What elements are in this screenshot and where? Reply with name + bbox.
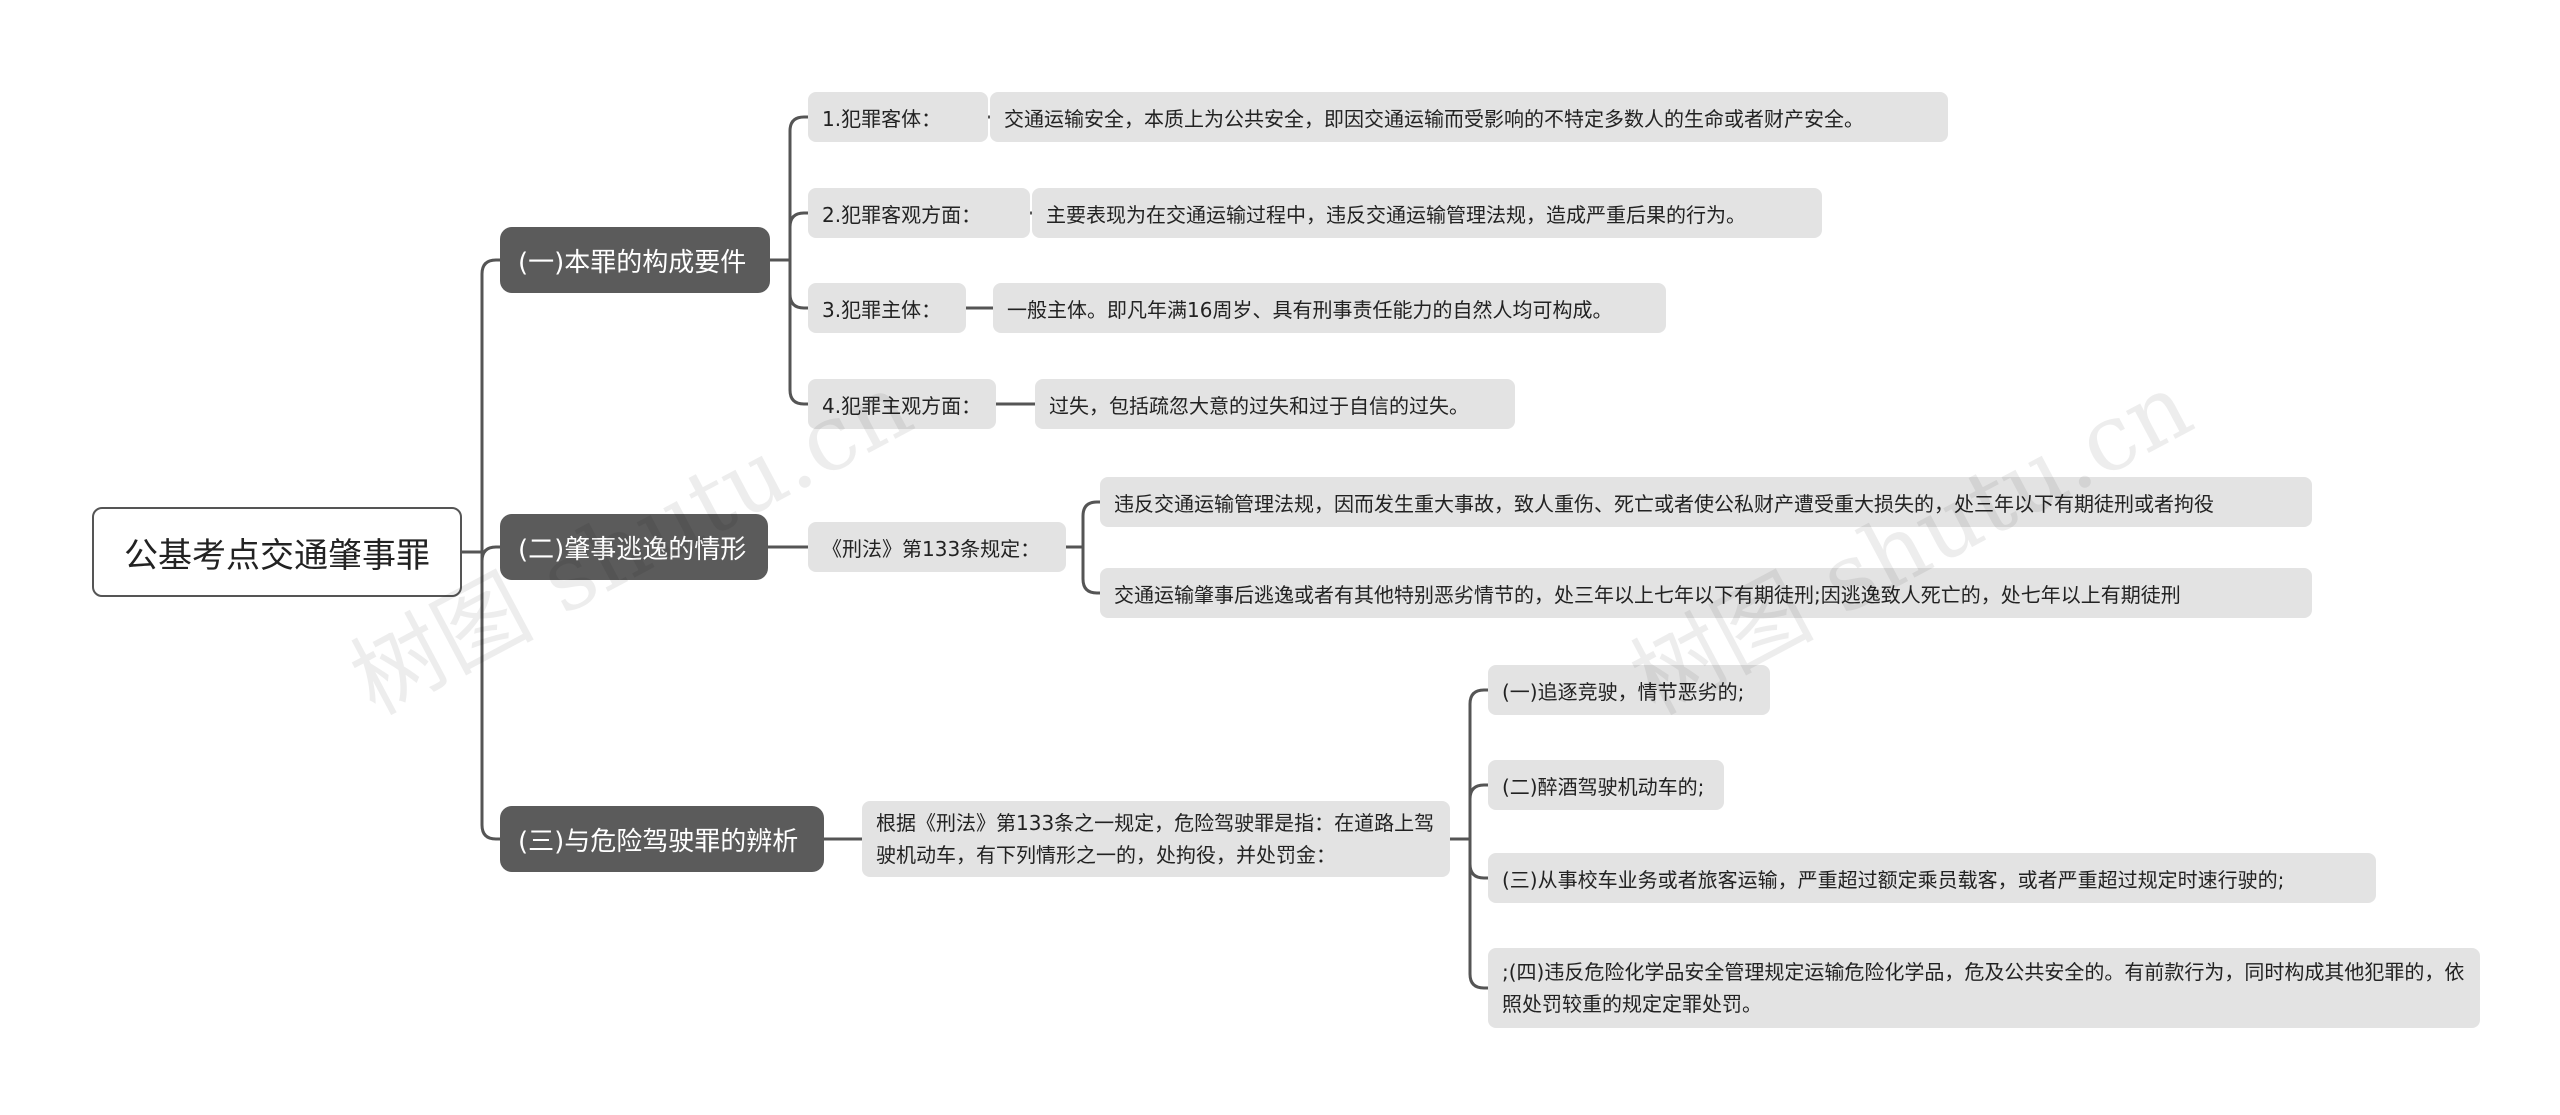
connector-line xyxy=(1468,837,1490,990)
branch-dangerous-driving[interactable]: (三)与危险驾驶罪的辨析 xyxy=(500,806,824,872)
element-label-object[interactable]: 1.犯罪客体： xyxy=(808,92,988,142)
dangerous-driving-case[interactable]: (一)追逐竞驶，情节恶劣的; xyxy=(1488,665,1770,715)
element-detail-objective-aspect[interactable]: 主要表现为在交通运输过程中，违反交通运输管理法规，造成严重后果的行为。 xyxy=(1032,188,1822,238)
element-detail-subject[interactable]: 一般主体。即凡年满16周岁、具有刑事责任能力的自然人均可构成。 xyxy=(993,283,1666,333)
connector-line xyxy=(480,545,502,562)
element-detail-object[interactable]: 交通运输安全，本质上为公共安全，即因交通运输而受影响的不特定多数人的生命或者财产… xyxy=(990,92,1948,142)
dangerous-driving-case[interactable]: ;(四)违反危险化学品安全管理规定运输危险化学品，危及公共安全的。有前款行为，同… xyxy=(1488,948,2480,1028)
dangerous-driving-definition[interactable]: 根据《刑法》第133条之一规定，危险驾驶罪是指：在道路上驾驶机动车，有下列情形之… xyxy=(862,801,1450,877)
branch-constituent-elements[interactable]: (一)本罪的构成要件 xyxy=(500,227,770,293)
root-topic[interactable]: 公基考点交通肇事罪 xyxy=(92,507,462,597)
connector-line xyxy=(788,258,810,310)
connector-line xyxy=(480,258,502,554)
element-detail-subjective-aspect[interactable]: 过失，包括疏忽大意的过失和过于自信的过失。 xyxy=(1035,379,1515,429)
criminal-law-133-label[interactable]: 《刑法》第133条规定： xyxy=(808,522,1066,572)
dangerous-driving-case[interactable]: (二)醉酒驾驶机动车的; xyxy=(1488,760,1724,810)
element-label-objective-aspect[interactable]: 2.犯罪客观方面： xyxy=(808,188,1030,238)
hit-and-run-rule[interactable]: 交通运输肇事后逃逸或者有其他特别恶劣情节的，处三年以上七年以下有期徒刑;因逃逸致… xyxy=(1100,568,2312,618)
connector-line xyxy=(1081,500,1102,549)
element-label-subject[interactable]: 3.犯罪主体： xyxy=(808,283,966,333)
connector-line xyxy=(1468,837,1490,880)
connector-line xyxy=(1081,545,1102,595)
dangerous-driving-case[interactable]: (三)从事校车业务或者旅客运输，严重超过额定乘员载客，或者严重超过规定时速行驶的… xyxy=(1488,853,2376,903)
connector-line xyxy=(788,115,810,262)
element-label-subjective-aspect[interactable]: 4.犯罪主观方面： xyxy=(808,379,996,429)
branch-hit-and-run[interactable]: (二)肇事逃逸的情形 xyxy=(500,514,768,580)
hit-and-run-rule[interactable]: 违反交通运输管理法规，因而发生重大事故，致人重伤、死亡或者使公私财产遭受重大损失… xyxy=(1100,477,2312,527)
connector-line xyxy=(1468,688,1490,841)
connector-line xyxy=(788,211,810,262)
connector-line xyxy=(1468,783,1490,841)
connector-line xyxy=(788,258,810,406)
connector-line xyxy=(480,550,502,841)
